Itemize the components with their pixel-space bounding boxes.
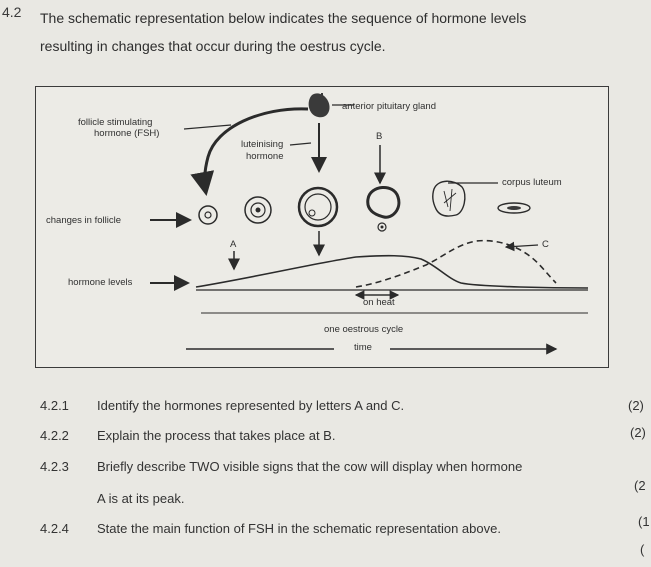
subquestion-number: 4.2.4 [40, 521, 69, 536]
fsh-label-line2: hormone (FSH) [94, 128, 160, 139]
label-c: C [542, 239, 549, 250]
pituitary-gland-icon [308, 93, 330, 118]
hormone-a-curve [195, 254, 589, 289]
lh-label-line2: hormone [246, 151, 284, 162]
follicle-stage-2 [244, 196, 272, 224]
time-label: time [354, 342, 372, 353]
subquestion-marks: (1 [638, 514, 650, 529]
follicle-stage-4-ovulation [366, 186, 401, 232]
subquestion-text: Briefly describe TWO visible signs that … [97, 459, 523, 474]
label-b: B [376, 131, 383, 142]
fsh-pointer [183, 124, 232, 130]
subquestion-number: 4.2.3 [40, 459, 69, 474]
subquestion-number: 4.2.2 [40, 428, 69, 443]
question-intro-line1: The schematic representation below indic… [40, 10, 527, 26]
question-intro-line2: resulting in changes that occur during t… [40, 38, 386, 54]
oestrus-cycle-diagram: anterior pituitary gland follicle stimul… [35, 86, 609, 368]
question-number: 4.2 [2, 4, 22, 20]
subquestion-text: State the main function of FSH in the sc… [97, 521, 501, 536]
hormone-levels-label: hormone levels [68, 277, 133, 288]
c-arrow [504, 241, 539, 252]
subquestion-marks: (2) [630, 425, 646, 440]
one-oestrous-cycle-label: one oestrous cycle [324, 324, 404, 335]
subquestion-text: Explain the process that takes place at … [97, 428, 336, 443]
diagram-drawing [150, 93, 589, 355]
follicle-stage-1 [198, 205, 218, 225]
label-a: A [230, 239, 237, 250]
subquestion-number: 4.2.1 [40, 398, 69, 413]
regressed-corpus-luteum [497, 202, 531, 214]
on-heat-label: on heat [363, 297, 395, 308]
corpus-luteum-stage [431, 180, 466, 217]
changes-in-follicle-label: changes in follicle [46, 215, 121, 226]
fsh-curved-arrow [190, 107, 309, 196]
lh-label-line1: luteinising [241, 139, 284, 150]
subquestion-text-continued: A is at its peak. [97, 491, 185, 506]
anterior-pituitary-label: anterior pituitary gland [342, 101, 436, 112]
subquestion-text: Identify the hormones represented by let… [97, 398, 405, 413]
lh-pointer [289, 142, 312, 146]
subquestion-marks: (2) [628, 398, 644, 413]
corpus-luteum-label: corpus luteum [502, 177, 562, 188]
subquestion-marks-next: ( [640, 542, 645, 557]
follicle-stage-3 [297, 186, 339, 228]
fsh-label-line1: follicle stimulating [78, 117, 153, 128]
subquestion-marks: (2 [634, 478, 646, 493]
